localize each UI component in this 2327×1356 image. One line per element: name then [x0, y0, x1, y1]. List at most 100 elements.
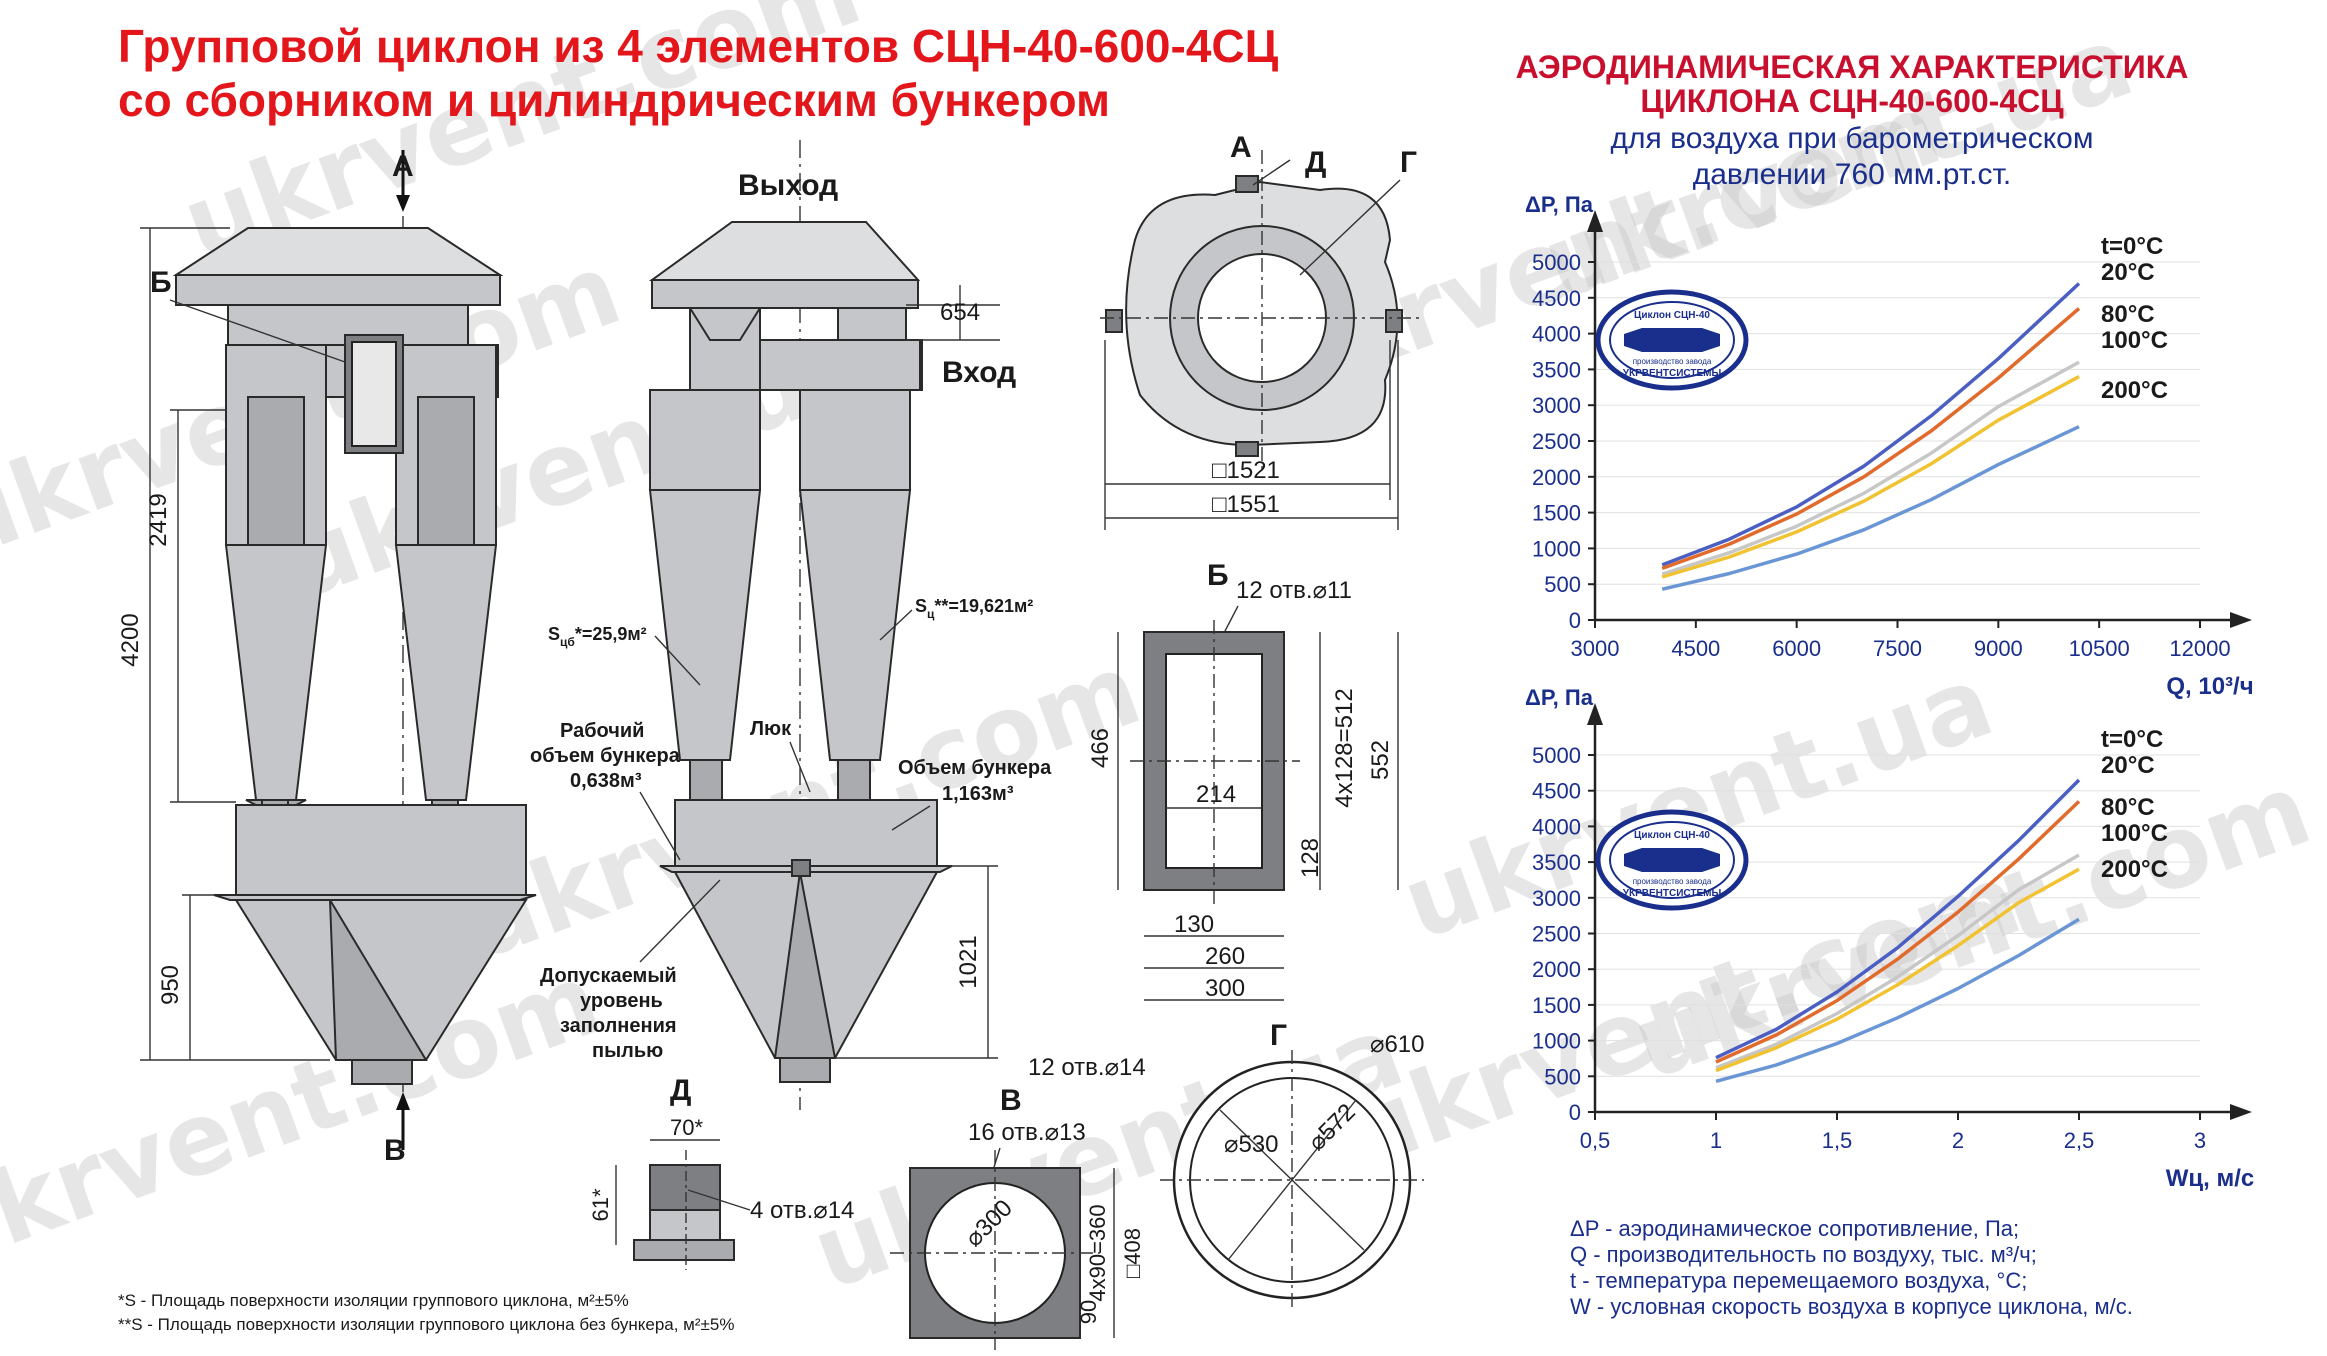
svg-text:УКРВЕНТСИСТЕМЫ: УКРВЕНТСИСТЕМЫ	[1623, 368, 1722, 379]
dim-300: 300	[1205, 975, 1245, 1002]
y-tick-label: 3000	[1532, 886, 1581, 911]
svg-text:Циклон СЦН-40: Циклон СЦН-40	[1634, 830, 1710, 841]
work-volume-2: объем бункера	[530, 745, 681, 767]
svg-text:УКРВЕНТСИСТЕМЫ: УКРВЕНТСИСТЕМЫ	[1623, 888, 1722, 899]
svg-text:производство завода: производство завода	[1633, 357, 1712, 366]
chart-header-line4: давлении 760 мм.рт.ст.	[1693, 158, 2012, 191]
x-tick-label: 0,5	[1580, 1128, 1611, 1153]
top-view: А Д Г □1521 □1551	[1100, 131, 1420, 530]
dust-level-4: пылью	[592, 1040, 663, 1062]
legend-note-3: t - температура перемещаемого воздуха, °…	[1570, 1268, 2027, 1293]
y-tick-label: 4500	[1532, 779, 1581, 804]
x-tick-label: 1,5	[1822, 1128, 1853, 1153]
dim-466: 466	[1087, 728, 1114, 768]
dim-1551: □1551	[1212, 491, 1280, 518]
detail-d-view: Д 70* 61* 4 отв.⌀14	[588, 1074, 854, 1270]
dim-70: 70*	[670, 1115, 703, 1140]
y-tick-label: 4000	[1532, 814, 1581, 839]
y-tick-label: 1500	[1532, 501, 1581, 526]
y-axis-label: ΔP, Па	[1525, 685, 1594, 710]
dim-4x128: 4x128=512	[1331, 688, 1358, 807]
dim-4200: 4200	[117, 613, 144, 666]
work-volume-3: 0,638м³	[570, 770, 642, 792]
dim-130: 130	[1174, 911, 1214, 938]
dim-128: 128	[1297, 838, 1324, 878]
dust-level-3: заполнения	[560, 1015, 677, 1037]
dim-530: ⌀530	[1224, 1131, 1279, 1158]
bunker-volume-2: 1,163м³	[942, 783, 1014, 805]
series-label: 80°C	[2101, 794, 2155, 821]
label-a-top: А	[1230, 131, 1252, 164]
label-entry: Вход	[942, 356, 1016, 389]
series-label: 100°C	[2101, 327, 2168, 354]
label-g-flange: Г	[1270, 1019, 1287, 1052]
y-tick-label: 1000	[1532, 536, 1581, 561]
series-label: 80°C	[2101, 301, 2155, 328]
x-tick-label: 4500	[1671, 636, 1720, 661]
svg-text:Циклон СЦН-40: Циклон СЦН-40	[1634, 310, 1710, 321]
dim-950: 950	[157, 965, 184, 1005]
footnote-2: **S - Площадь поверхности изоляции групп…	[118, 1315, 734, 1334]
y-tick-label: 3500	[1532, 357, 1581, 382]
side-view: Выход Вход 654 Sцб*=25,9м² Sц**=19,621м²…	[530, 140, 1052, 1110]
x-axis-label: Q, 10³/ч	[2166, 673, 2253, 700]
work-volume-1: Рабочий	[560, 720, 644, 742]
s-cb-label: Sцб*=25,9м²	[548, 624, 647, 649]
x-tick-label: 2,5	[2064, 1128, 2095, 1153]
x-tick-label: 9000	[1974, 636, 2023, 661]
b-holes: 12 отв.⌀11	[1236, 577, 1352, 604]
y-tick-label: 3500	[1532, 850, 1581, 875]
y-tick-label: 4000	[1532, 322, 1581, 347]
y-tick-label: 1500	[1532, 993, 1581, 1018]
dust-level-1: Допускаемый	[540, 965, 677, 987]
series-line	[1661, 425, 2080, 591]
dim-2419: 2419	[145, 493, 172, 546]
s-c-label: Sц**=19,621м²	[915, 596, 1033, 621]
logo-badge: Циклон СЦН-40 производство завода УКРВЕН…	[1595, 289, 1749, 391]
y-tick-label: 0	[1569, 1100, 1581, 1125]
series-label: 100°C	[2101, 820, 2168, 847]
x-tick-label: 10500	[2069, 636, 2130, 661]
dim-552: 552	[1367, 740, 1394, 780]
logo-badge: Циклон СЦН-40 производство завода УКРВЕН…	[1595, 809, 1749, 911]
dim-4x90: 4x90=360	[1085, 1204, 1110, 1301]
dim-1521: □1521	[1212, 457, 1280, 484]
x-axis-arrow	[2230, 1104, 2252, 1120]
bunker-volume-1: Объем бункера	[898, 757, 1052, 779]
dim-610: ⌀610	[1370, 1031, 1425, 1058]
label-b-flange: Б	[1207, 559, 1229, 592]
series-label: 200°C	[2101, 377, 2168, 404]
dim-214: 214	[1196, 781, 1236, 808]
label-d-top: Д	[1305, 146, 1326, 179]
y-axis-arrow	[1587, 210, 1603, 232]
x-tick-label: 12000	[2169, 636, 2230, 661]
legend-note-4: W - условная скорость воздуха в корпусе …	[1570, 1294, 2133, 1319]
label-g-top: Г	[1400, 146, 1417, 179]
y-tick-label: 5000	[1532, 743, 1581, 768]
y-tick-label: 2000	[1532, 465, 1581, 490]
series-label: t=0°C	[2101, 233, 2163, 260]
y-tick-label: 3000	[1532, 393, 1581, 418]
x-tick-label: 7500	[1873, 636, 1922, 661]
flange-b-view: Б 12 отв.⌀11 466 214 4x128=512 552 128 1…	[1087, 559, 1399, 1002]
front-view: А Б В 4200 2419 950	[117, 150, 537, 1167]
footnote-1: *S - Площадь поверхности изоляции группо…	[118, 1291, 629, 1310]
x-tick-label: 1	[1710, 1128, 1722, 1153]
page-title-line1: Групповой циклон из 4 элементов СЦН-40-6…	[118, 20, 1279, 72]
dim-260: 260	[1205, 943, 1245, 970]
label-d-detail: Д	[670, 1074, 691, 1107]
label-v-flange: В	[1000, 1084, 1022, 1117]
legend-note-2: Q - производительность по воздуху, тыс. …	[1570, 1242, 2037, 1267]
dim-61: 61*	[588, 1188, 613, 1221]
flange-v-view: В 16 отв.⌀13 ⌀300 4x90=360 □408 90	[890, 1084, 1145, 1350]
hatch-label: Люк	[750, 718, 792, 740]
flange-g-view: 12 отв.⌀14 Г ⌀610 ⌀530 ⌀572	[1028, 1019, 1425, 1310]
label-a: А	[392, 150, 414, 183]
label-v: В	[384, 1134, 406, 1167]
y-tick-label: 0	[1569, 608, 1581, 633]
chart-header-line1: АЭРОДИНАМИЧЕСКАЯ ХАРАКТЕРИСТИКА	[1516, 49, 2189, 85]
x-axis-label: Wц, м/с	[2166, 1165, 2255, 1192]
y-tick-label: 500	[1544, 572, 1581, 597]
x-tick-label: 3000	[1571, 636, 1620, 661]
